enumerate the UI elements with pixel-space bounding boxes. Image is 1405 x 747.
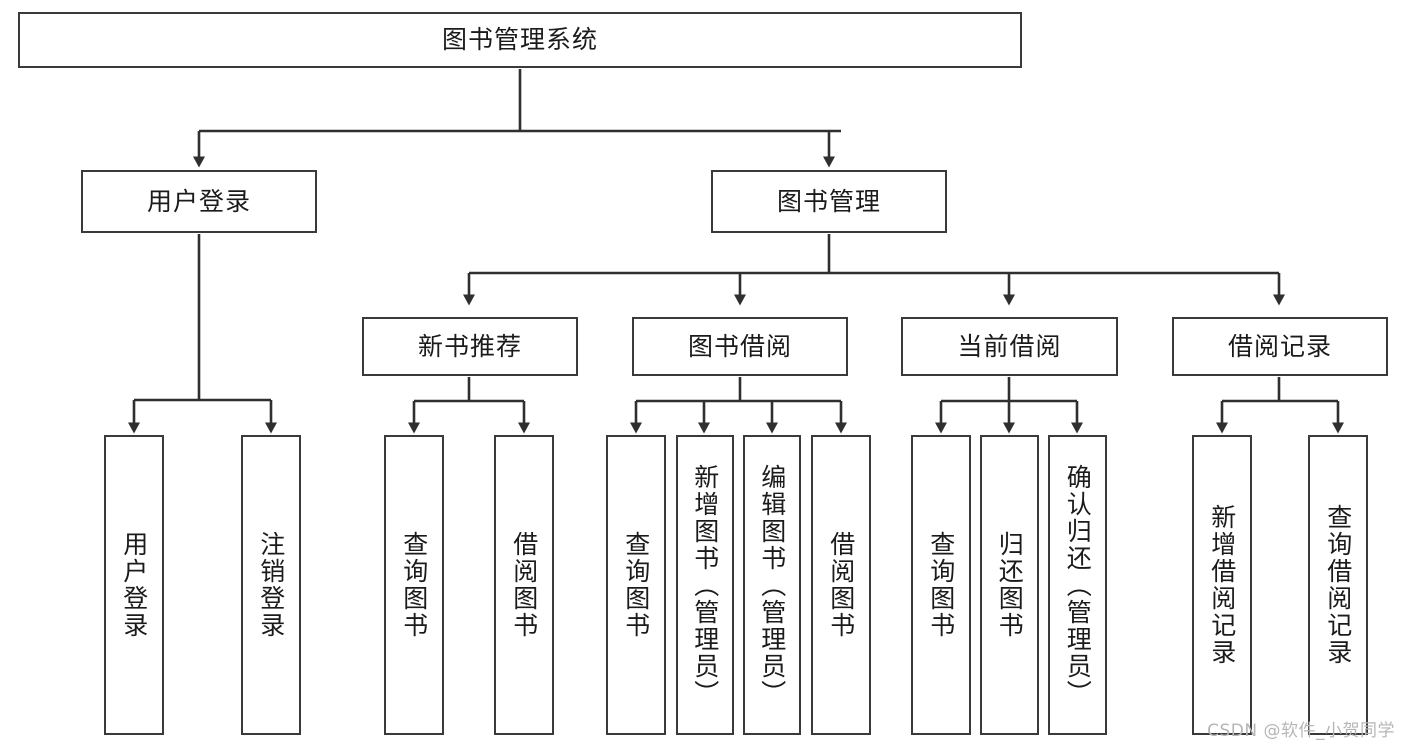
csdn-watermark: CSDN @软件_小贺同学	[1207, 721, 1395, 741]
node-leaf-query-record[interactable]: 查询借阅记录	[1308, 435, 1368, 735]
node-user-login[interactable]: 用户登录	[81, 170, 317, 233]
node-leaf-add-record-label: 新增借阅记录	[1207, 504, 1237, 666]
node-new-book-rec-label: 新书推荐	[417, 331, 522, 361]
node-leaf-edit-book-label: 编辑图书（管理员）	[757, 463, 787, 707]
node-book-borrow[interactable]: 图书借阅	[632, 317, 848, 376]
node-root[interactable]: 图书管理系统	[18, 12, 1022, 68]
node-leaf-query-book-1-label: 查询图书	[399, 531, 429, 639]
node-leaf-user-login[interactable]: 用户登录	[104, 435, 164, 735]
node-user-login-label: 用户登录	[146, 186, 251, 216]
node-book-manage-label: 图书管理	[776, 186, 881, 216]
node-leaf-add-record[interactable]: 新增借阅记录	[1192, 435, 1252, 735]
node-leaf-query-book-2-label: 查询图书	[621, 531, 651, 639]
node-borrow-record-label: 借阅记录	[1227, 331, 1332, 361]
node-book-borrow-label: 图书借阅	[687, 331, 792, 361]
node-leaf-query-record-label: 查询借阅记录	[1323, 504, 1353, 666]
node-leaf-confirm-return[interactable]: 确认归还（管理员）	[1048, 435, 1107, 735]
node-current-borrow-label: 当前借阅	[957, 331, 1062, 361]
node-root-label: 图书管理系统	[441, 25, 598, 54]
node-leaf-edit-book[interactable]: 编辑图书（管理员）	[743, 435, 801, 735]
node-leaf-confirm-return-label: 确认归还（管理员）	[1063, 463, 1093, 707]
node-leaf-borrow-book-2[interactable]: 借阅图书	[811, 435, 871, 735]
node-leaf-add-book-label: 新增图书（管理员）	[690, 463, 720, 707]
node-current-borrow[interactable]: 当前借阅	[901, 317, 1118, 376]
node-leaf-logout-login[interactable]: 注销登录	[241, 435, 301, 735]
node-book-manage[interactable]: 图书管理	[711, 170, 947, 233]
node-leaf-query-book-2[interactable]: 查询图书	[606, 435, 666, 735]
node-leaf-borrow-book-1-label: 借阅图书	[509, 531, 539, 639]
node-leaf-query-book-1[interactable]: 查询图书	[384, 435, 444, 735]
node-leaf-borrow-book-2-label: 借阅图书	[826, 531, 856, 639]
node-leaf-query-book-3[interactable]: 查询图书	[911, 435, 971, 735]
node-leaf-return-book-label: 归还图书	[995, 531, 1025, 639]
node-leaf-user-login-label: 用户登录	[119, 531, 149, 639]
node-new-book-rec[interactable]: 新书推荐	[362, 317, 578, 376]
node-leaf-borrow-book-1[interactable]: 借阅图书	[494, 435, 554, 735]
node-leaf-logout-login-label: 注销登录	[256, 531, 286, 639]
node-leaf-query-book-3-label: 查询图书	[926, 531, 956, 639]
node-leaf-add-book[interactable]: 新增图书（管理员）	[676, 435, 734, 735]
node-borrow-record[interactable]: 借阅记录	[1172, 317, 1388, 376]
node-leaf-return-book[interactable]: 归还图书	[980, 435, 1039, 735]
